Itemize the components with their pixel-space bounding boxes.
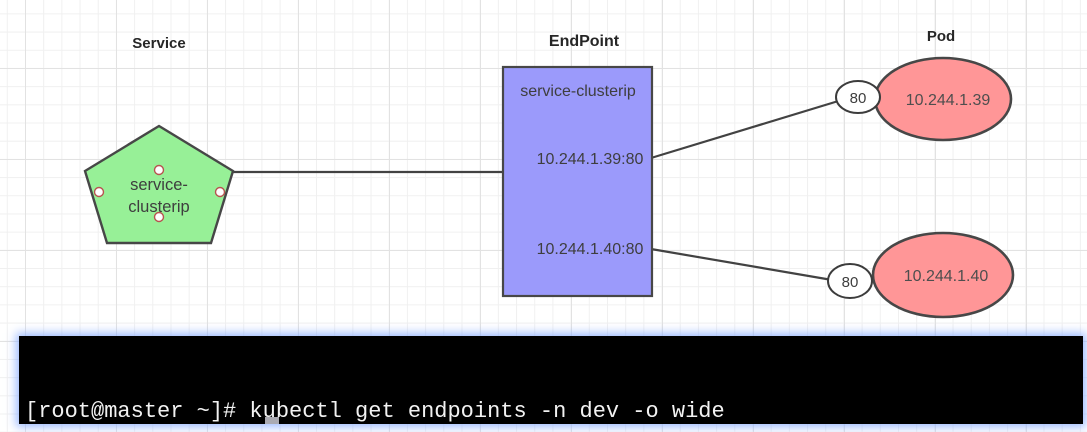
port-badge-1[interactable] <box>835 80 881 114</box>
endpoint-title: service-clusterip <box>520 83 636 100</box>
pod2-ip: 10.244.1.40 <box>904 268 989 285</box>
edge-endpoint-to-pod1[interactable] <box>650 97 846 160</box>
endpoint-rectangle[interactable] <box>501 65 654 298</box>
connection-point-dot <box>153 164 165 176</box>
connection-point-dot <box>214 186 226 198</box>
service-node-name-line1: service- <box>130 176 188 194</box>
terminal-window[interactable]: [root@master ~]# kubectl get endpoints -… <box>19 336 1083 424</box>
k8s-service-diagram: service- clusterip service-clusterip 10.… <box>83 28 1015 319</box>
pod1-ip: 10.244.1.39 <box>906 92 991 109</box>
connection-point-dot <box>153 211 165 223</box>
service-node-name-line2: clusterip <box>128 198 189 216</box>
terminal-command-text: [root@master ~]# kubectl get endpoints -… <box>25 399 725 424</box>
service-pentagon[interactable] <box>83 124 235 245</box>
connection-point-dot <box>93 186 105 198</box>
pod-label: Pod <box>927 28 955 45</box>
edge-endpoint-to-pod2[interactable] <box>650 247 839 283</box>
service-label: Service <box>132 35 185 52</box>
endpoint-label: EndPoint <box>549 33 620 50</box>
endpoint-address-2: 10.244.1.40:80 <box>537 241 644 258</box>
pod-ellipse-2[interactable] <box>871 231 1015 319</box>
endpoint-address-1: 10.244.1.39:80 <box>537 151 644 168</box>
port-badge-2[interactable] <box>827 263 873 299</box>
port1-label: 80 <box>850 90 867 107</box>
terminal-prompt-line: [root@master ~]# kubectl get endpoints -… <box>25 397 1083 424</box>
terminal-cursor <box>265 417 279 424</box>
port2-label: 80 <box>842 274 859 291</box>
